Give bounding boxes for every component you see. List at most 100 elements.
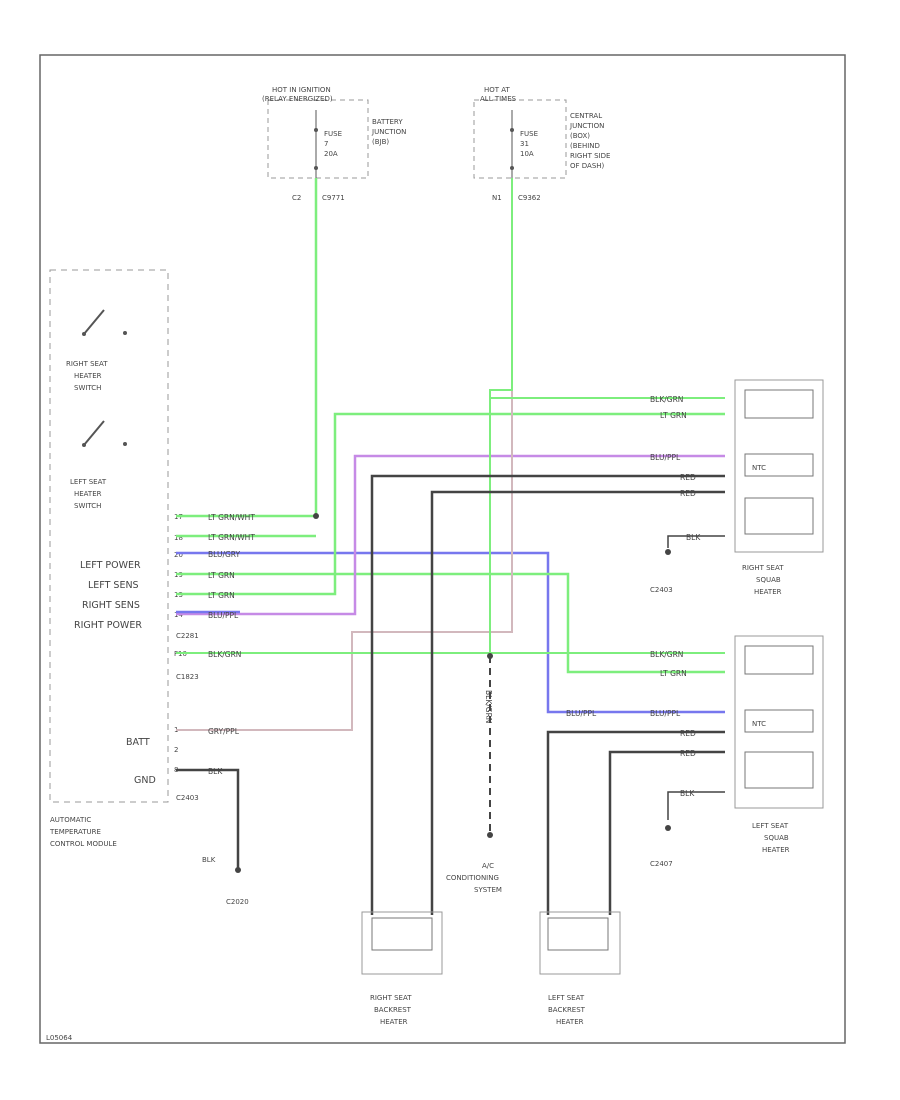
ac-system: A/C CONDITIONING SYSTEM xyxy=(446,862,502,894)
right-backrest-label-2: BACKREST xyxy=(374,1006,412,1014)
module-name-3: CONTROL MODULE xyxy=(50,840,117,848)
left-squab-heater: NTC LEFT SEAT SQUAB HEATER xyxy=(734,635,824,854)
wire-label-1: LT GRN/WHT xyxy=(208,513,255,522)
right-heater-ntc: NTC xyxy=(752,464,766,472)
wire-label-r2: LT GRN xyxy=(660,411,687,420)
left-heater-label-2: SQUAB xyxy=(764,834,789,842)
right-backrest-heater: RIGHT SEAT BACKREST HEATER xyxy=(361,911,443,1026)
ground-label-3: C2020 xyxy=(226,898,249,906)
switch2-label-1: LEFT SEAT xyxy=(70,478,107,486)
wire-labels: LT GRN/WHT LT GRN/WHT BLU/GRY LT GRN LT … xyxy=(208,395,701,798)
module-name-1: AUTOMATIC xyxy=(50,816,91,824)
ground-point-3 xyxy=(665,825,671,831)
fuse-left-connector: C9771 xyxy=(322,194,345,202)
wire-traces xyxy=(176,178,725,915)
wire-label-8: GRY/PPL xyxy=(208,727,240,736)
svg-text:20: 20 xyxy=(174,551,183,559)
module-conn-2: C1823 xyxy=(176,673,199,681)
ground-label-2: C2407 xyxy=(650,860,673,868)
wire-label-r5: RED xyxy=(680,489,696,498)
fuse-left-title-1: HOT IN IGNITION xyxy=(272,86,331,94)
pin-left-sens: LEFT SENS xyxy=(88,580,139,591)
wire-label-r4: RED xyxy=(680,473,696,482)
wire-label-9: BLK xyxy=(208,767,223,776)
fuse-right-box-6: OF DASH) xyxy=(570,162,605,170)
wire-label-2: LT GRN/WHT xyxy=(208,533,255,542)
control-module: RIGHT SEAT HEATER SWITCH LEFT SEAT HEATE… xyxy=(49,269,199,848)
fuse-right-box-4: (BEHIND xyxy=(570,142,600,150)
diagram-code: L05064 xyxy=(46,1034,73,1042)
wire-label-l1: BLK/GRN xyxy=(650,650,683,659)
fuse-right-connector: C9362 xyxy=(518,194,541,202)
fuse-right-box-3: (BOX) xyxy=(570,132,590,140)
wire-label-5: LT GRN xyxy=(208,591,235,600)
right-backrest-label-3: HEATER xyxy=(380,1018,408,1026)
left-backrest-label-2: BACKREST xyxy=(548,1006,586,1014)
left-backrest-label-1: LEFT SEAT xyxy=(548,994,585,1002)
fuse-left-fuse: FUSE xyxy=(324,130,342,138)
fuse-right-number: 31 xyxy=(520,140,529,148)
switch-right-contact xyxy=(83,309,105,335)
wire-label-7: BLK/GRN xyxy=(208,650,241,659)
wire-label-l3: BLU/PPL xyxy=(566,709,597,718)
fuse-right-fuse: FUSE xyxy=(520,130,538,138)
diagram-frame xyxy=(39,54,846,1044)
left-backrest-heater: LEFT SEAT BACKREST HEATER xyxy=(539,911,621,1026)
wire-label-l7: BLK xyxy=(680,789,695,798)
fuse-right-title-2: ALL TIMES xyxy=(480,95,517,103)
ground-point-2 xyxy=(665,549,671,555)
ground-label-1: C2403 xyxy=(650,586,673,594)
switch2-label-2: HEATER xyxy=(74,490,102,498)
wire-label-l6: RED xyxy=(680,749,696,758)
right-backrest-label-1: RIGHT SEAT xyxy=(370,994,412,1002)
wire-label-4: LT GRN xyxy=(208,571,235,580)
wire-label-l2: LT GRN xyxy=(660,669,687,678)
switch1-label-2: HEATER xyxy=(74,372,102,380)
fuse-right-title-1: HOT AT xyxy=(484,86,511,94)
switch1-label-3: SWITCH xyxy=(74,384,101,392)
fuse-right-rating: 10A xyxy=(520,150,534,158)
module-conn-3: C2403 xyxy=(176,794,199,802)
ground-point-1 xyxy=(235,867,241,873)
wire-label-ac: BLK/GRN xyxy=(484,690,493,723)
ac-label-2: CONDITIONING xyxy=(446,874,499,882)
module-name-2: TEMPERATURE xyxy=(49,828,101,836)
fuse-left-number: 7 xyxy=(324,140,328,148)
wire-label-3: BLU/GRY xyxy=(208,550,241,559)
left-heater-ntc: NTC xyxy=(752,720,766,728)
fuse-right-box-1: CENTRAL xyxy=(570,112,602,120)
wire-label-r3: BLU/PPL xyxy=(650,453,681,462)
svg-text:BLK: BLK xyxy=(202,856,216,864)
fuse-box-left: HOT IN IGNITION (RELAY ENERGIZED) FUSE 7… xyxy=(262,86,406,202)
svg-text:2: 2 xyxy=(174,746,178,754)
fuse-right-box-5: RIGHT SIDE xyxy=(570,152,610,160)
fuse-right-box-2: JUNCTION xyxy=(569,122,604,130)
right-heater-label-2: SQUAB xyxy=(756,576,781,584)
pin-right-sens: RIGHT SENS xyxy=(82,600,140,611)
left-heater-label-3: HEATER xyxy=(762,846,790,854)
fuse-box-right: HOT AT ALL TIMES FUSE 31 10A CENTRAL JUN… xyxy=(473,86,610,202)
switch1-label-1: RIGHT SEAT xyxy=(66,360,108,368)
pin-right-power: RIGHT POWER xyxy=(74,620,142,631)
wire-label-6: BLU/PPL xyxy=(208,611,239,620)
left-backrest-label-3: HEATER xyxy=(556,1018,584,1026)
fuse-right-pin: N1 xyxy=(492,194,502,202)
pin-gnd: GND xyxy=(134,775,156,786)
left-heater-label-1: LEFT SEAT xyxy=(752,822,789,830)
fuse-left-pin: C2 xyxy=(292,194,301,202)
right-heater-label-1: RIGHT SEAT xyxy=(742,564,784,572)
fuse-left-box-3: (BJB) xyxy=(372,138,389,146)
ac-label-3: SYSTEM xyxy=(474,886,502,894)
right-heater-label-3: HEATER xyxy=(754,588,782,596)
fuse-left-rating: 20A xyxy=(324,150,338,158)
fuse-left-box-2: JUNCTION xyxy=(371,128,406,136)
switch-left-contact xyxy=(83,420,105,446)
wire-label-r6: BLK xyxy=(686,533,701,542)
right-squab-heater: NTC RIGHT SEAT SQUAB HEATER xyxy=(734,379,824,596)
switch2-label-3: SWITCH xyxy=(74,502,101,510)
wire-label-l5: RED xyxy=(680,729,696,738)
fuse-left-box-1: BATTERY xyxy=(372,118,403,126)
wire-label-l4: BLU/PPL xyxy=(650,709,681,718)
wire-label-r1: BLK/GRN xyxy=(650,395,683,404)
